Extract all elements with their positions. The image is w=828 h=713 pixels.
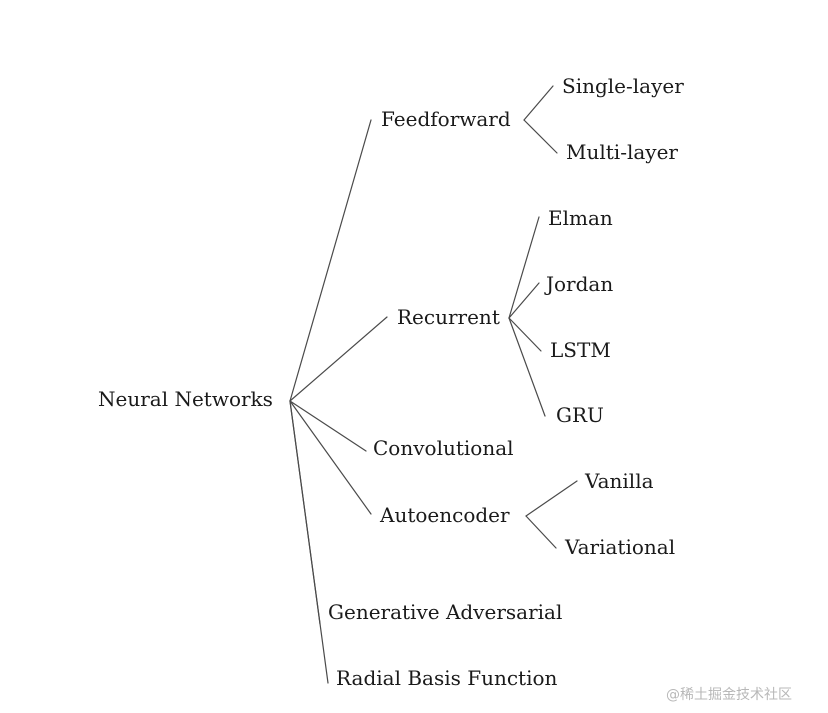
edge-root-autoencoder <box>289 400 372 515</box>
node-jordan: Jordan <box>546 272 614 296</box>
node-gru: GRU <box>556 403 604 427</box>
node-recurrent: Recurrent <box>397 305 500 329</box>
node-convolutional: Convolutional <box>373 436 514 460</box>
node-elman: Elman <box>548 206 613 230</box>
edge-recurrent-elman <box>508 216 540 319</box>
node-root: Neural Networks <box>98 387 273 411</box>
edge-recurrent-gru <box>508 317 546 417</box>
edge-root-convolutional <box>289 400 367 452</box>
edge-root-recurrent <box>289 316 388 402</box>
edge-recurrent-jordan <box>508 282 540 319</box>
node-autoencoder: Autoencoder <box>380 503 510 527</box>
node-radial-basis-function: Radial Basis Function <box>336 666 558 690</box>
watermark: @稀土掘金技术社区 <box>666 687 792 703</box>
node-lstm: LSTM <box>550 338 611 362</box>
node-single-layer: Single-layer <box>562 74 684 98</box>
node-generative-adversarial: Generative Adversarial <box>328 600 563 624</box>
edge-feedforward-multi-layer <box>523 119 558 154</box>
node-multi-layer: Multi-layer <box>566 140 678 164</box>
edge-recurrent-lstm <box>508 317 542 352</box>
edge-feedforward-single-layer <box>523 85 554 121</box>
edge-root-feedforward <box>289 119 372 402</box>
edge-root-radial-basis-function <box>289 400 329 684</box>
edge-autoencoder-variational <box>525 515 557 549</box>
node-feedforward: Feedforward <box>381 107 511 131</box>
node-vanilla: Vanilla <box>585 469 654 493</box>
edge-autoencoder-vanilla <box>525 480 578 517</box>
node-variational: Variational <box>565 535 676 559</box>
